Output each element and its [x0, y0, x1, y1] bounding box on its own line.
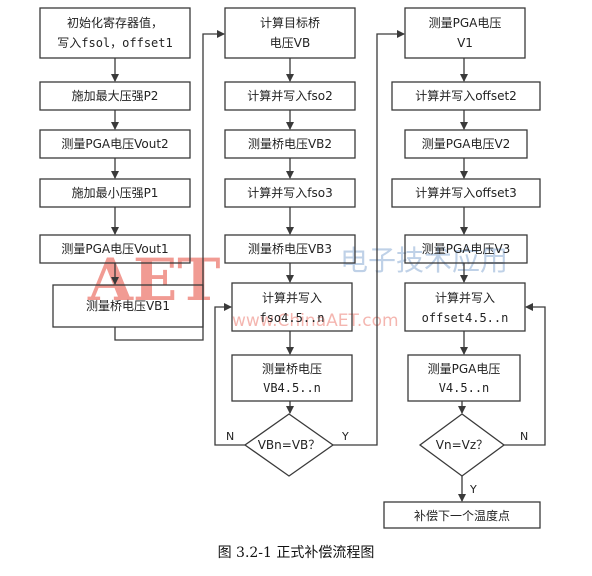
watermark: AET 电子技术应用 www.ChinaAET.com	[87, 244, 508, 331]
connector-col1-to-col2	[114, 30, 225, 341]
measure-v2-box	[404, 129, 528, 159]
column-3-text: 测量PGA电压 V1 计算并写入offset2 测量PGA电压V2 计算并写入o…	[414, 16, 528, 523]
no-label-col2: N	[226, 430, 234, 443]
measure-vb3-label: 测量桥电压VB3	[248, 242, 332, 256]
apply-min-label: 施加最小压强P1	[72, 186, 159, 200]
loop-no-col3	[504, 303, 546, 446]
measure-vb4-line1: 测量桥电压	[262, 362, 322, 376]
measure-vb1-label: 测量桥电压VB1	[86, 299, 170, 313]
measure-vout2-label: 测量PGA电压Vout2	[61, 137, 168, 151]
measure-vb2-label: 测量桥电压VB2	[248, 137, 332, 151]
measure-v1-line1: 测量PGA电压	[429, 16, 502, 30]
measure-v3-label: 测量PGA电压V3	[422, 242, 511, 256]
write-fso4-line2: fso4.5..n	[259, 311, 324, 325]
watermark-chinese: 电子技术应用	[340, 244, 508, 277]
next-temperature-label: 补偿下一个温度点	[414, 508, 510, 523]
measure-v1-line2: V1	[457, 36, 473, 50]
write-offset3-box	[391, 178, 541, 208]
write-fso2-label: 计算并写入fso2	[247, 88, 332, 103]
init-line1: 初始化寄存器值，	[67, 15, 163, 30]
column-3	[383, 7, 546, 529]
next-temperature-box	[383, 501, 541, 529]
measure-v1-box	[404, 7, 526, 59]
target-line2: 电压VB	[270, 36, 310, 50]
connector-col2-to-col3	[333, 30, 405, 446]
measure-v4-line1: 测量PGA电压	[428, 362, 501, 376]
measure-vout1-label: 测量PGA电压Vout1	[61, 242, 168, 256]
decision-vn-label: Vn=Vz？	[436, 438, 488, 452]
write-fso4n-box	[231, 282, 353, 332]
yes-label-col2: Y	[341, 430, 349, 443]
decision-vbn-label: VBn=VB？	[258, 438, 321, 452]
column-1-text: 初始化寄存器值， 写入fsol，offset1 施加最大压强P2 测量PGA电压…	[57, 15, 172, 313]
measure-v4n-box	[407, 354, 521, 402]
measure-vb4n-box	[231, 354, 353, 402]
yes-label-col3: Y	[469, 483, 477, 496]
column-1	[39, 7, 225, 341]
no-label-col3: N	[520, 430, 528, 443]
watermark-logo: AET	[87, 246, 220, 314]
figure-caption: 图 3.2-1 正式补偿流程图	[218, 545, 375, 561]
column-2-text: 计算目标桥 电压VB 计算并写入fso2 测量桥电压VB2 计算并写入fso3 …	[226, 15, 349, 452]
column-2	[214, 7, 405, 477]
write-offset3-label: 计算并写入offset3	[415, 185, 517, 200]
init-line2: 写入fsol，offset1	[57, 36, 172, 50]
write-fso3-label: 计算并写入fso3	[247, 185, 332, 200]
measure-v4-line2: V4.5..n	[439, 381, 490, 395]
write-offset2-label: 计算并写入offset2	[415, 88, 517, 103]
write-fso4-line1: 计算并写入	[262, 290, 322, 305]
decision-vbn-equals-vb	[243, 413, 335, 477]
target-line1: 计算目标桥	[260, 15, 320, 30]
loop-no-col2	[214, 303, 245, 446]
watermark-site: www.ChinaAET.com	[232, 311, 399, 331]
write-offset2-box	[391, 81, 541, 111]
apply-max-label: 施加最大压强P2	[72, 89, 159, 103]
measure-v2-label: 测量PGA电压V2	[422, 137, 511, 151]
measure-vb4-line2: VB4.5..n	[263, 381, 321, 395]
measure-v3-box	[404, 234, 528, 264]
write-offset4-line1: 计算并写入	[435, 290, 495, 305]
write-offset4-line2: offset4.5..n	[422, 311, 509, 325]
